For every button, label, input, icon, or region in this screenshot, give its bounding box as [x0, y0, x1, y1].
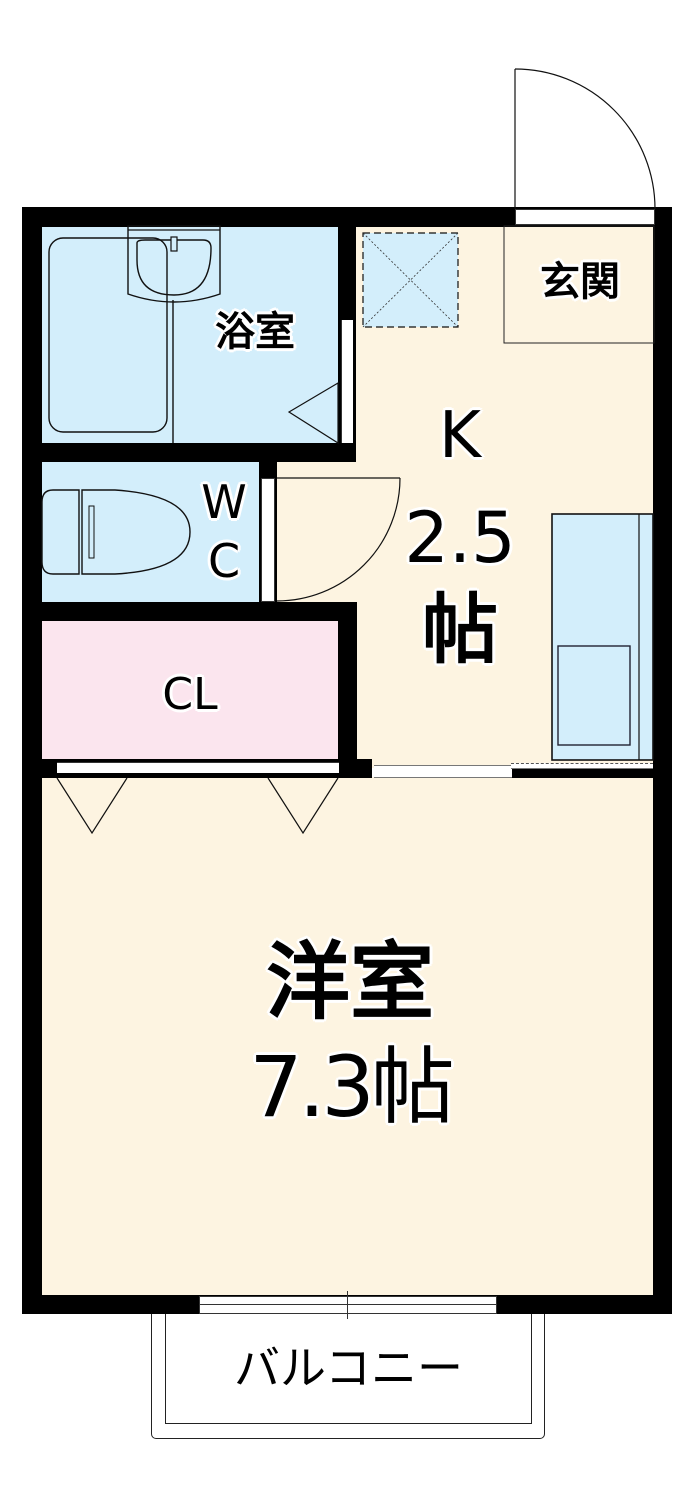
- closet-door-opening: [57, 762, 339, 775]
- balcony-label: バルコニー: [233, 1341, 464, 1395]
- kitchen-counter-icon: [551, 513, 654, 761]
- wall-closet-right: [338, 602, 357, 778]
- bathroom-floor: [41, 226, 339, 444]
- wall-kitchen-bottom: [511, 768, 654, 778]
- kitchen-sliding-door-track: [511, 763, 653, 769]
- window-center-mullion: [347, 1291, 348, 1319]
- western-room-label: 洋室: [265, 933, 434, 1031]
- washbasin-icon: [127, 225, 221, 303]
- entrance-area-outline: [503, 225, 655, 344]
- ceiling-storage-icon: [362, 232, 459, 328]
- bath-door-opening: [341, 320, 353, 443]
- wall-bath-bottom: [22, 443, 356, 462]
- toilet-corridor-floor: [261, 462, 357, 620]
- wc-door-swing-icon: [276, 477, 401, 602]
- wc-label-c: C: [207, 534, 241, 588]
- entrance-door-swing-icon: [514, 68, 656, 210]
- window-sash-line: [200, 1304, 496, 1305]
- balcony-inner-rail: [165, 1314, 532, 1424]
- wall-right: [653, 207, 672, 1314]
- bath-door-swing-icon: [287, 381, 339, 445]
- toilet-floor: [41, 462, 261, 602]
- entrance-label: 玄関: [540, 259, 620, 305]
- balcony-outer-rail: [151, 1314, 545, 1439]
- kitchen-sliding-door: [374, 765, 512, 778]
- kitchen-unit-label: 帖: [422, 585, 498, 674]
- wall-closet-top: [22, 602, 357, 621]
- folding-door-icon: [56, 777, 339, 835]
- closet-floor: [41, 620, 339, 760]
- sink-icon: [557, 645, 631, 746]
- bathroom-label: 浴室: [215, 309, 295, 355]
- kitchen-size-label: 2.5: [404, 497, 516, 579]
- closet-label: CL: [162, 669, 218, 720]
- bathtub-icon: [48, 237, 174, 443]
- kitchen-label: K: [439, 399, 481, 473]
- entrance-door-opening: [515, 209, 655, 225]
- wc-door-opening: [261, 478, 275, 602]
- toilet-icon: [41, 489, 191, 575]
- western-room-floor: [41, 777, 654, 1295]
- balcony-window: [199, 1296, 497, 1314]
- western-room-size-label: 7.3帖: [249, 1038, 455, 1136]
- wc-label-w: W: [201, 475, 247, 529]
